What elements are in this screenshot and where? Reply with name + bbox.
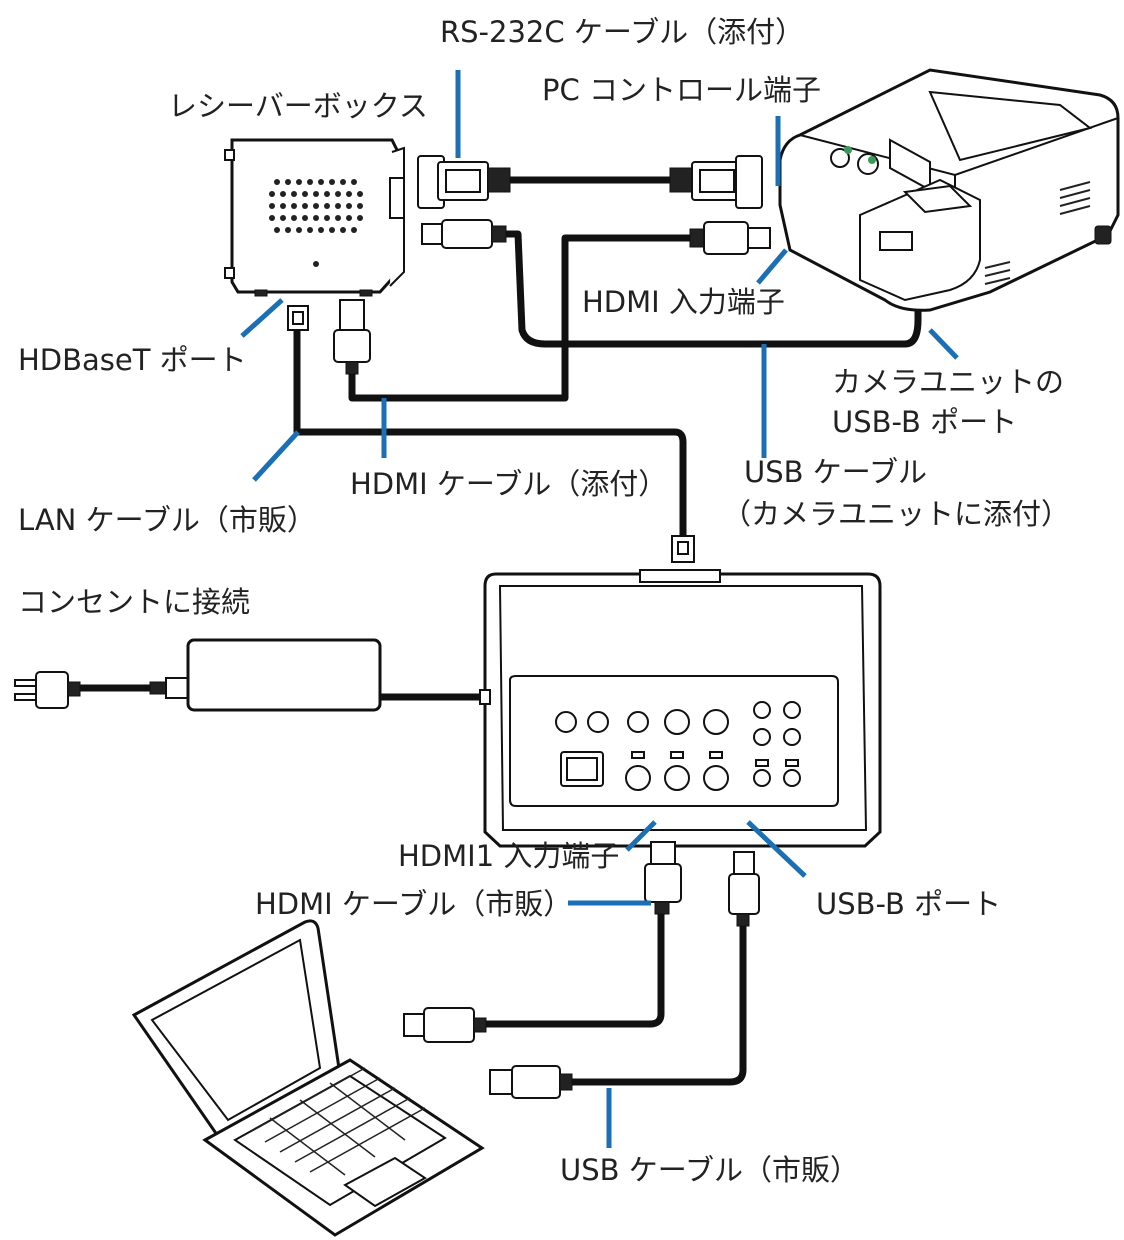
cables — [71, 176, 922, 1086]
leader-usb-b — [746, 820, 807, 878]
leader-lines — [240, 70, 959, 1148]
usb-connector-top — [421, 219, 507, 249]
label-hdmi1-input-port: HDMI1 入力端子 — [398, 839, 619, 873]
label-usb-cable-commercial: USB ケーブル（市販） — [560, 1153, 859, 1187]
projector-icon — [778, 68, 1120, 312]
lan-cable — [293, 326, 687, 539]
switcher-device-icon — [483, 569, 882, 848]
leader-lan — [252, 430, 300, 482]
leader-camera-usb-b — [928, 328, 959, 360]
lan-connector-bottom — [671, 535, 695, 563]
leader-hdbaset — [240, 298, 284, 338]
usb-cable-camera — [501, 230, 922, 348]
power-plug-icon — [14, 671, 81, 709]
label-usb-b-port: USB-B ポート — [816, 887, 1001, 921]
label-camera-usb-b-line2: USB-B ポート — [832, 405, 1017, 439]
label-hdbaset-port: HDBaseT ポート — [18, 343, 247, 377]
usb-cable-commercial — [568, 918, 747, 1086]
label-rs232c-cable: RS-232C ケーブル（添付） — [440, 15, 804, 49]
label-receiver-box: レシーバーボックス — [168, 89, 428, 123]
hdmi-connector-projector — [689, 221, 771, 255]
label-camera-usb-b-line1: カメラユニットの — [832, 365, 1064, 399]
hdmi-cable-commercial — [481, 908, 665, 1028]
ac-adapter-icon — [149, 638, 491, 712]
leader-hdmi1 — [625, 820, 657, 852]
receiver-box-icon — [224, 138, 405, 297]
label-pc-control-port: PC コントロール端子 — [542, 73, 821, 107]
usb-connector-laptop — [489, 1065, 573, 1099]
hdmi-connector-laptop — [403, 1007, 487, 1043]
label-usb-cable-camera-line2: （カメラユニットに添付） — [722, 497, 1070, 531]
hdmi-cable-supplied — [348, 234, 704, 402]
laptop-icon — [131, 919, 485, 1237]
label-lan-cable: LAN ケーブル（市販） — [18, 503, 316, 537]
label-hdmi-cable-commercial: HDMI ケーブル（市販） — [255, 887, 572, 921]
hdmi-connector-switcher — [644, 841, 682, 915]
labels: RS-232C ケーブル（添付） レシーバーボックス PC コントロール端子 H… — [18, 15, 1070, 1187]
lan-connector-top — [287, 305, 309, 331]
rs232c-connector-right — [669, 155, 763, 209]
hdmi-connector-receiver — [333, 299, 371, 375]
label-hdmi-cable-supplied: HDMI ケーブル（添付） — [350, 467, 667, 501]
label-usb-cable-camera-line1: USB ケーブル — [744, 455, 927, 489]
label-hdmi-input-port: HDMI 入力端子 — [582, 285, 785, 319]
usb-connector-switcher — [728, 851, 760, 927]
rs232c-connector-left — [417, 155, 511, 209]
label-outlet: コンセントに接続 — [18, 585, 250, 619]
leader-hdmi-input — [756, 248, 788, 285]
